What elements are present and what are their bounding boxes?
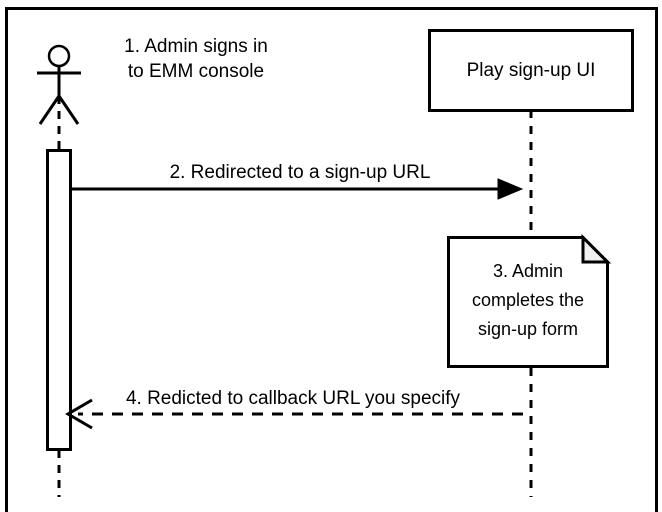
step-2-arrowhead — [497, 178, 524, 200]
note-line-3: sign-up form — [478, 319, 578, 339]
play-signup-ui-box[interactable] — [428, 29, 634, 112]
step-1-label-line-2: to EMM console — [128, 61, 264, 82]
note-line-1: 3. Admin — [493, 261, 563, 281]
step-4-arrowhead — [65, 398, 93, 430]
step-1-label-line-1: 1. Admin signs in — [124, 36, 268, 57]
note-line-2: completes the — [472, 290, 584, 310]
actor-activation-bar — [46, 149, 72, 451]
step-2-label: 2. Redirected to a sign-up URL — [170, 162, 431, 183]
step-4-label: 4. Redicted to callback URL you specify — [126, 388, 461, 409]
signup-form-note-fold-icon — [581, 233, 612, 264]
play-signup-ui-label: Play sign-up UI — [467, 60, 596, 81]
stick-figure-icon — [37, 44, 81, 125]
signup-form-note-body[interactable] — [447, 236, 609, 368]
